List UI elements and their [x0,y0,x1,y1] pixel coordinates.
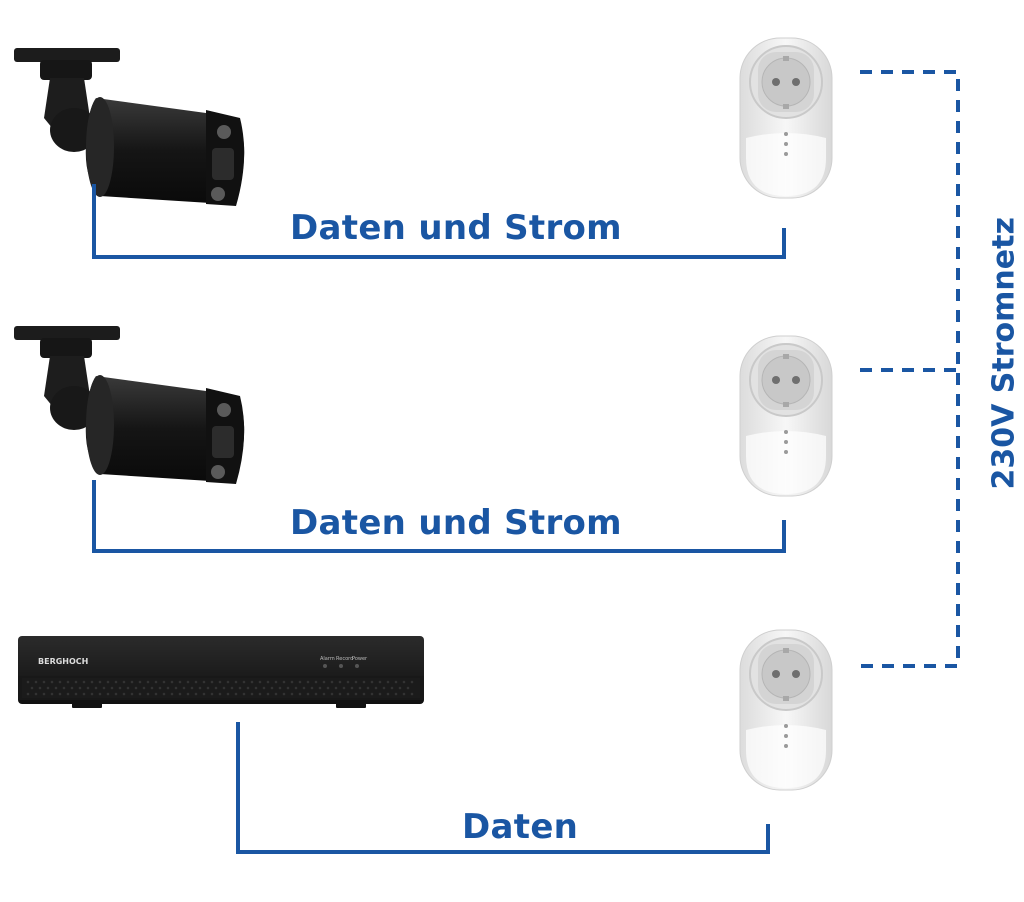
smart-plug-icon [739,629,833,791]
recorder-connection-line [236,722,770,854]
camera1-connection-line [92,184,786,259]
camera2-link-label: Daten und Strom [290,503,622,543]
bullet-camera-icon [14,48,245,206]
recorder-brand: BERGHOCH [38,657,88,666]
indicator-label-record: Record [336,656,353,662]
power-grid-label: 230V Stromnetz [986,217,1022,490]
network-video-recorder-icon: BERGHOCH Alarm Record Power [18,636,424,708]
power-grid-line [860,70,960,668]
smart-plug-icon [739,335,833,497]
camera1-link-label: Daten und Strom [290,208,622,248]
recorder-link-label: Daten [462,807,579,847]
indicator-label-alarm: Alarm [320,656,335,662]
camera2-connection-line [92,480,786,553]
smart-plug-icon [739,37,833,199]
bullet-camera-icon [14,326,245,484]
indicator-label-power: Power [352,656,368,662]
